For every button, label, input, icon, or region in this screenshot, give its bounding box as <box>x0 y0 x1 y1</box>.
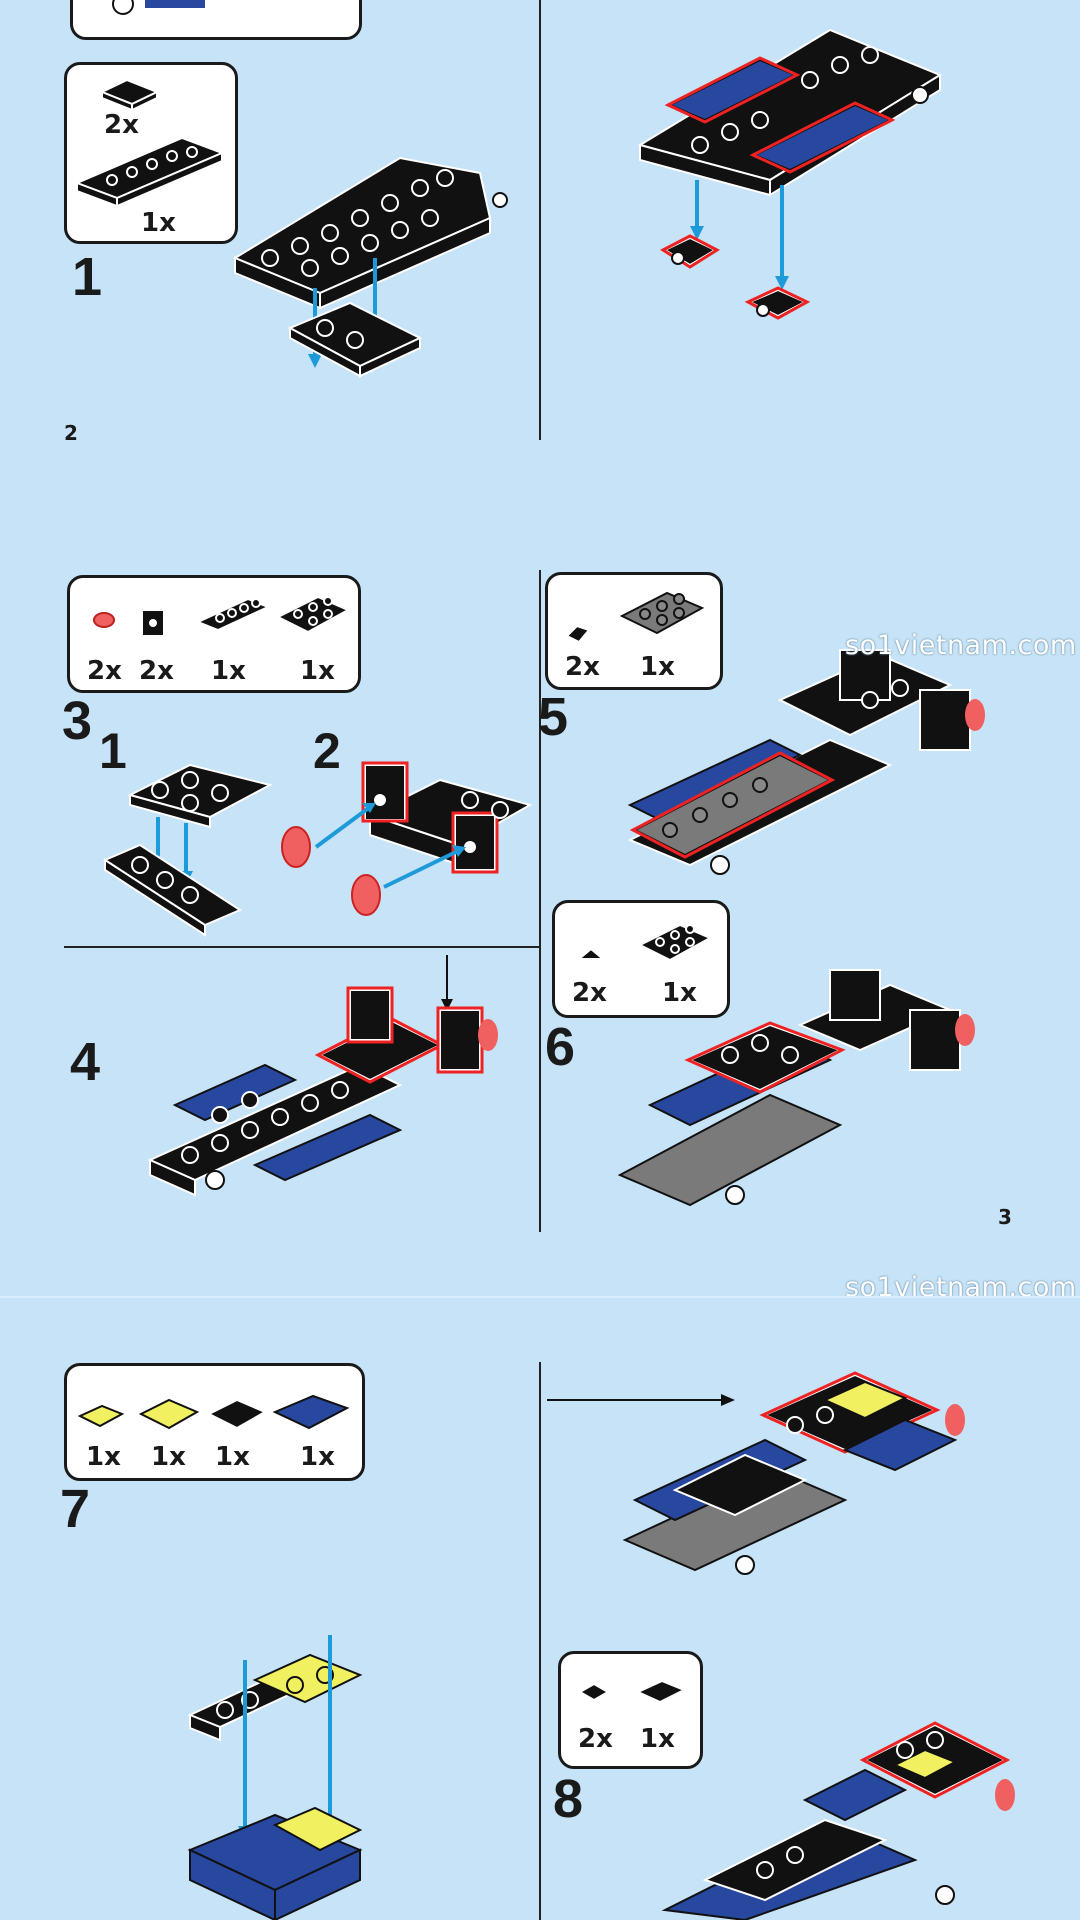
step-7-model-illustration <box>547 1371 965 1575</box>
step-2-model-illustration <box>637 28 943 320</box>
step-3-part-3-qty: 1x <box>211 656 246 686</box>
black-slope-tile-icon <box>576 947 606 960</box>
step-7-number: 7 <box>60 1479 91 1539</box>
page-3-divider-horizontal <box>64 946 540 948</box>
black-plate-1x2-icon-step-8 <box>635 1679 687 1704</box>
step-6-model-illustration <box>617 969 975 1207</box>
cropped-part-icon <box>112 0 205 15</box>
step-7-substep-illustration <box>187 1635 363 1920</box>
step-8-parts-box <box>558 1651 703 1769</box>
page-4-divider <box>539 1362 541 1920</box>
step-5-part-2-qty: 1x <box>640 652 675 682</box>
black-plate-2x3-icon <box>275 595 351 634</box>
page-3-number: 3 <box>998 1205 1012 1229</box>
watermark-1: so1vietnam.com <box>845 630 1077 661</box>
page-2-number: 2 <box>64 421 78 445</box>
step-8-part-1-qty: 2x <box>578 1724 613 1754</box>
step-3-substep-2: 2 <box>313 723 341 779</box>
page-separator <box>0 1296 1080 1298</box>
step-6-part-2-qty: 1x <box>662 978 697 1008</box>
blue-mudguard-icon <box>272 1394 350 1430</box>
yellow-plate-1x2-icon <box>77 1404 125 1428</box>
step-6-number: 6 <box>545 1017 576 1077</box>
gray-plate-2x4-icon <box>619 591 705 635</box>
black-plate-1x2-icon <box>99 78 160 112</box>
step-3-substep-1-illustration <box>102 763 273 937</box>
step-6-parts-box <box>552 900 730 1018</box>
step-1-part-1-qty: 2x <box>104 110 139 140</box>
step-5-part-1-qty: 2x <box>565 652 600 682</box>
red-round-tile-icon <box>93 612 115 628</box>
step-3-part-2-qty: 2x <box>139 656 174 686</box>
step-7-part-1-qty: 1x <box>86 1442 121 1472</box>
step-3-substep-2-illustration <box>281 761 533 916</box>
step-6-part-1-qty: 2x <box>572 978 607 1008</box>
step-1-part-2-qty: 1x <box>141 208 176 238</box>
step-7-part-4-qty: 1x <box>300 1442 335 1472</box>
black-clip-icon <box>565 624 591 644</box>
step-8-number: 8 <box>553 1769 584 1829</box>
step-3-number: 3 <box>62 691 93 751</box>
black-plate-2x3-icon-step-6 <box>637 923 713 962</box>
step-4-model-illustration <box>147 955 498 1197</box>
step-1-number: 1 <box>72 247 103 307</box>
step-3-parts-box <box>67 575 361 693</box>
step-7-part-2-qty: 1x <box>151 1442 186 1472</box>
step-3-part-4-qty: 1x <box>300 656 335 686</box>
step-8-part-2-qty: 1x <box>640 1724 675 1754</box>
step-3-part-1-qty: 2x <box>87 656 122 686</box>
page-3-divider-vertical <box>539 570 541 1232</box>
step-5-number: 5 <box>538 687 569 747</box>
yellow-plate-2x2-icon <box>138 1398 200 1430</box>
black-plate-2x2-icon <box>206 1398 268 1430</box>
black-plate-assembly-icon <box>74 136 225 208</box>
black-tile-1x1-icon <box>577 1682 611 1702</box>
black-plate-1x4-icon <box>195 597 271 632</box>
step-4-number: 4 <box>70 1032 101 1092</box>
page-2-divider <box>539 0 541 440</box>
step-5-model-illustration <box>627 649 985 875</box>
step-8-model-illustration <box>661 1721 1015 1920</box>
step-3-substep-1: 1 <box>99 723 127 779</box>
step-1-model-illustration <box>232 156 508 378</box>
black-bracket-icon <box>141 609 165 637</box>
watermark-2: so1vietnam.com <box>845 1272 1077 1303</box>
step-7-part-3-qty: 1x <box>215 1442 250 1472</box>
